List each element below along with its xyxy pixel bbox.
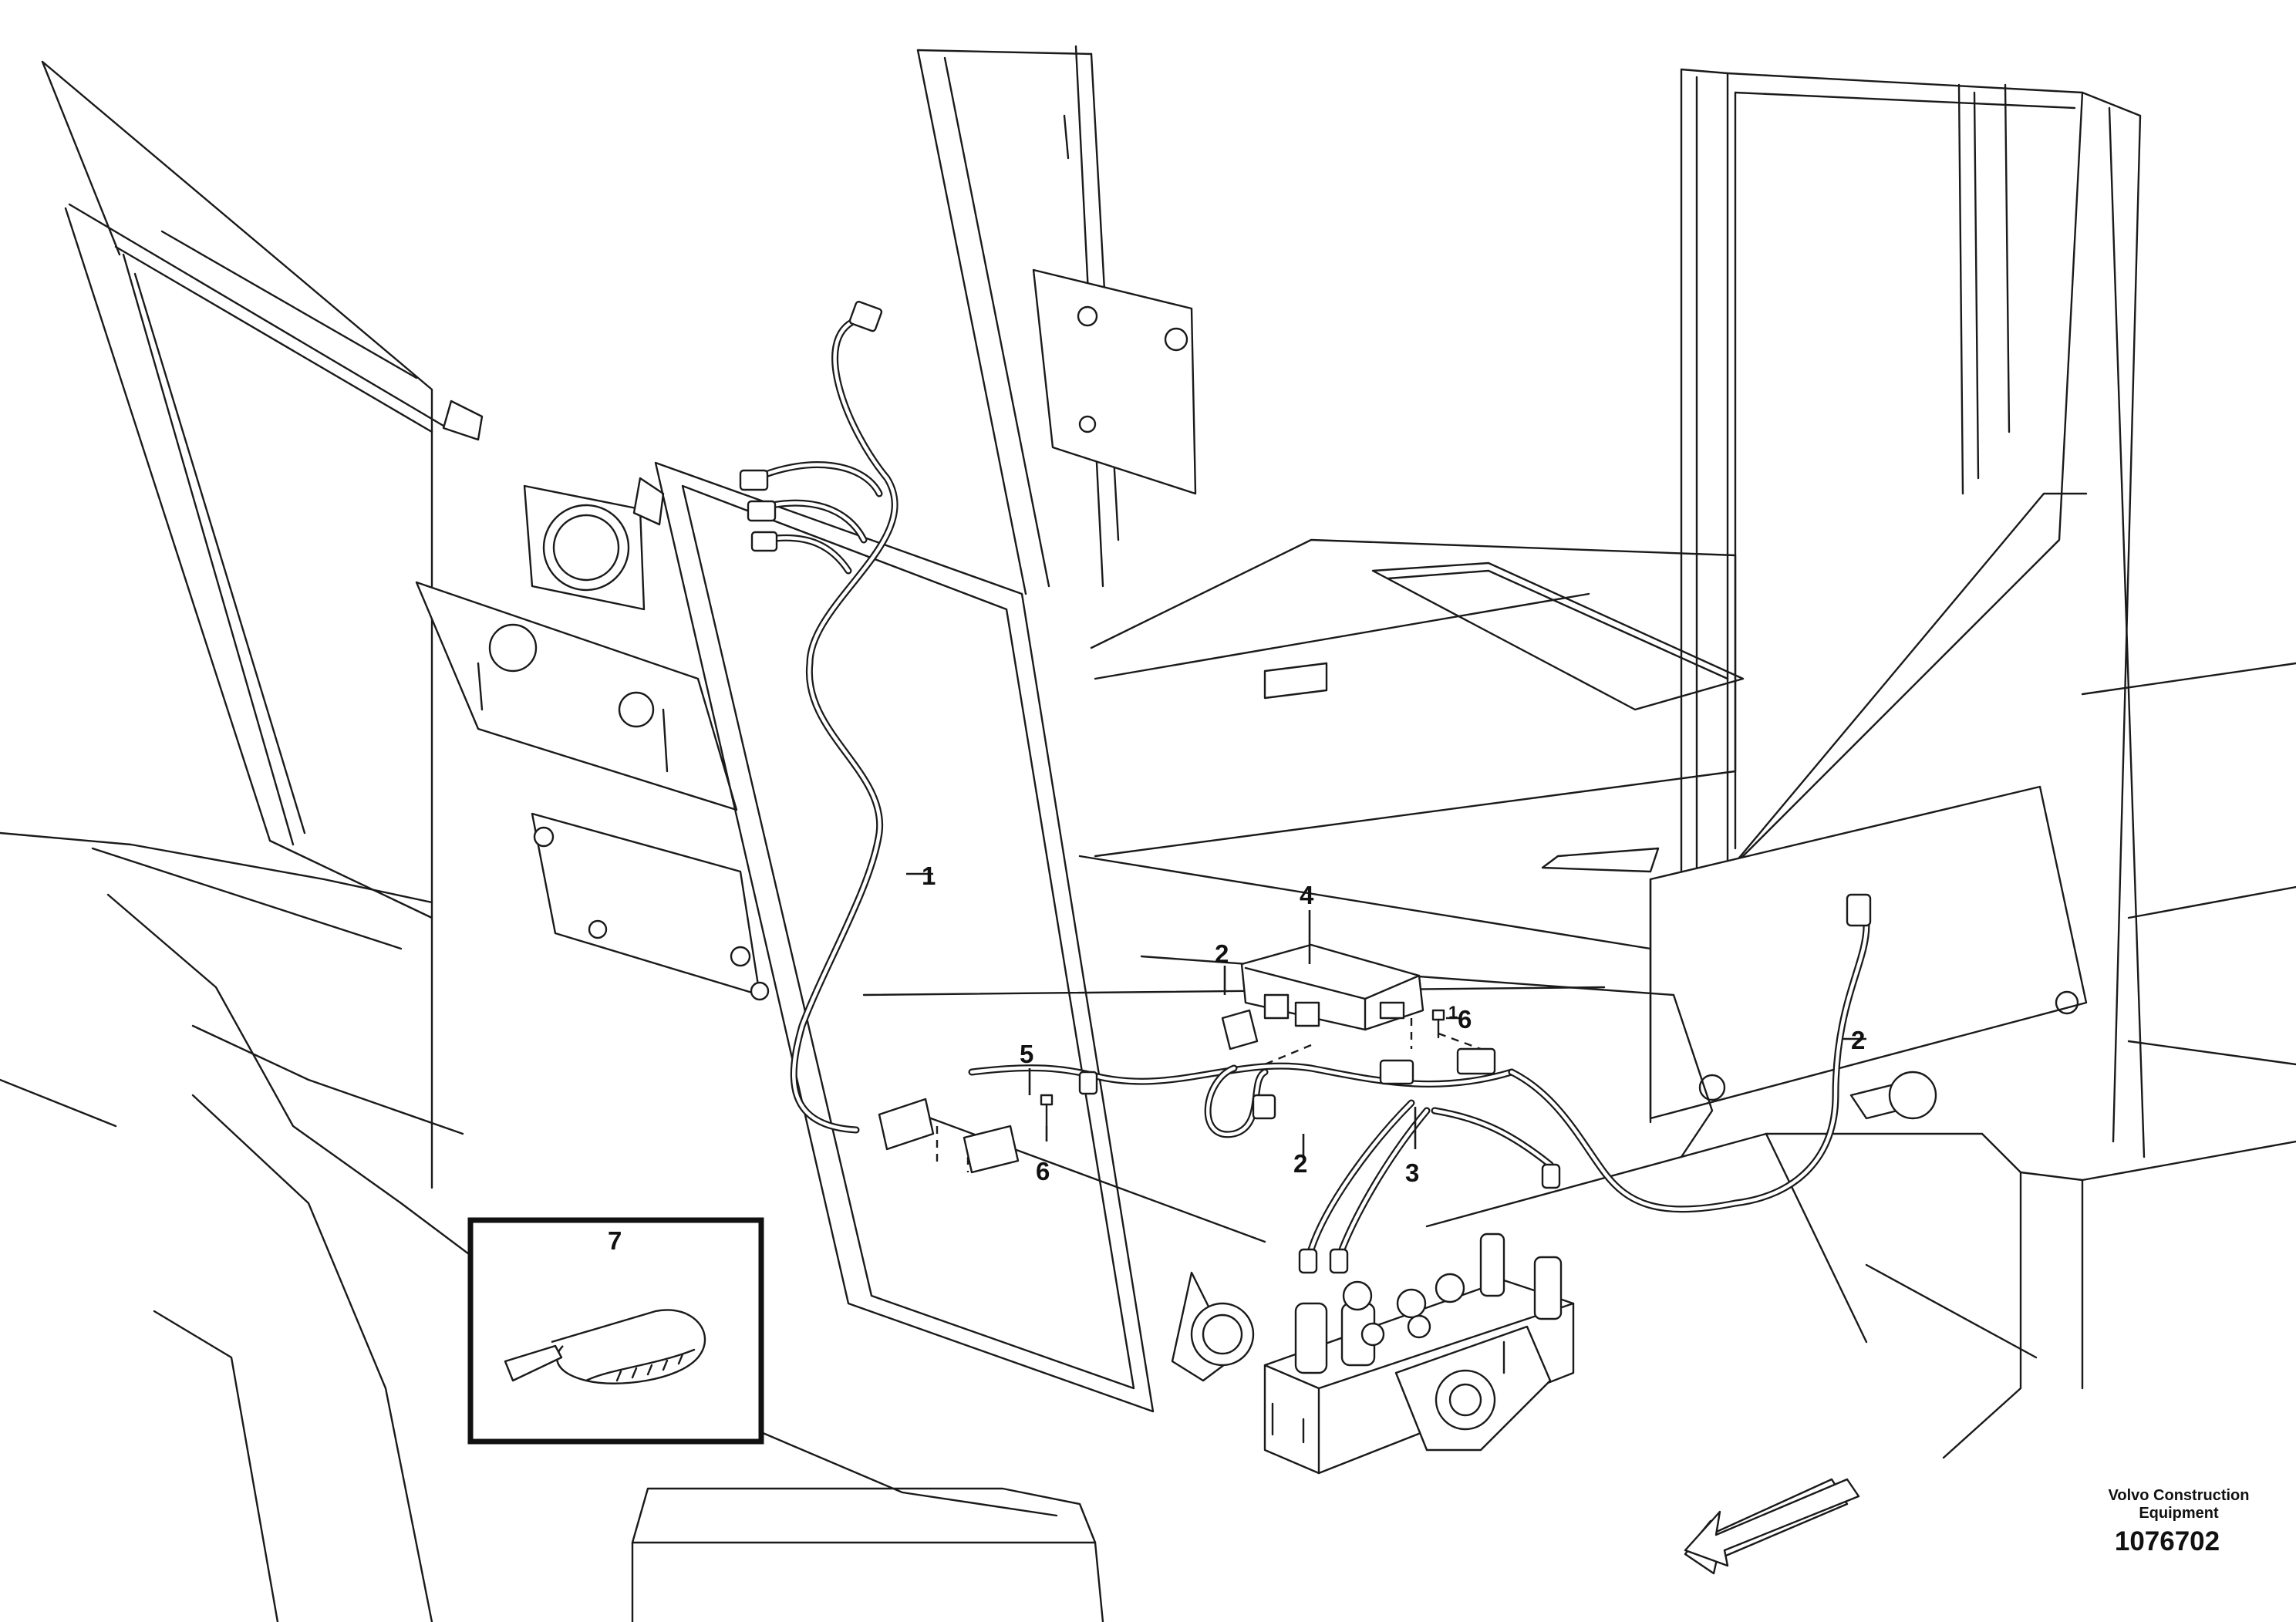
callout-3: 3: [1405, 1158, 1419, 1187]
callout-6-right: 6: [1458, 1005, 1472, 1034]
control-unit: [1240, 943, 1424, 1031]
cab-right-frame: [1541, 68, 2146, 1158]
callout-2-upper: 2: [1215, 939, 1229, 968]
callout-4: 4: [1300, 881, 1314, 909]
callout-1: 1: [922, 862, 936, 890]
cable-harness: [752, 316, 1870, 1253]
direction-arrow-icon: [1684, 1478, 1860, 1575]
valve-block: [1263, 1233, 1575, 1475]
callout-5: 5: [1020, 1040, 1033, 1068]
mounting-plate: [415, 400, 770, 1001]
maker-name-line1: Volvo Construction: [2109, 1487, 2250, 1504]
cab-left-wall: [41, 60, 449, 1189]
right-structure: [1849, 662, 2296, 1390]
assembly-lines: [936, 1018, 1482, 1172]
reference-number: 1076702: [2115, 1526, 2220, 1556]
callout-2-lower: 2: [1293, 1149, 1307, 1178]
callout-1-small: 1: [1448, 1003, 1458, 1022]
cable-tie-icon: [504, 1309, 706, 1384]
connectors: [739, 301, 1872, 1274]
cable-tie-inset: 7: [467, 1217, 764, 1445]
maker-name-line2: Equipment: [2139, 1505, 2219, 1522]
callout-2-right: 2: [1851, 1026, 1865, 1054]
screw-icon: [1431, 1009, 1445, 1039]
callout-6-left: 6: [1036, 1157, 1050, 1185]
center-pillar: [654, 45, 1197, 1413]
floor-platform: [862, 538, 2022, 1459]
screw-icon: [1040, 1094, 1054, 1128]
callout-7: 7: [608, 1226, 622, 1255]
